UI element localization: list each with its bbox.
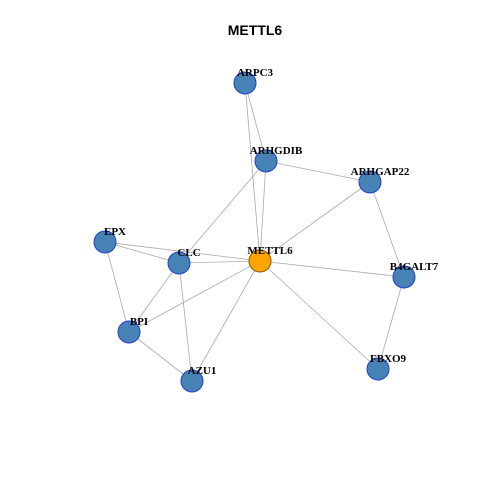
node-bpi — [117, 320, 141, 344]
node-label-arhgdib: ARHGDIB — [250, 145, 303, 157]
node-fbxo9 — [366, 357, 390, 381]
edge-mettl6-bpi — [128, 260, 261, 333]
edge-bpi-azu1 — [128, 331, 193, 382]
edge-arhgdib-arhgap22 — [265, 160, 371, 183]
edge-arpc3-arhgdib — [244, 82, 267, 162]
node-label-b4galt7: B4GALT7 — [390, 261, 439, 273]
edge-epx-clc — [104, 241, 180, 264]
node-b4galt7 — [392, 265, 416, 289]
edge-arhgdib-mettl6 — [259, 160, 267, 262]
node-azu1 — [180, 369, 204, 393]
node-label-arhgap22: ARHGAP22 — [351, 166, 410, 178]
node-label-epx: EPX — [104, 226, 126, 238]
edge-arhgap22-mettl6 — [259, 181, 371, 262]
edge-b4galt7-fbxo9 — [377, 276, 405, 370]
node-label-fbxo9: FBXO9 — [370, 353, 407, 365]
edge-clc-azu1 — [178, 262, 193, 382]
edge-epx-bpi — [104, 241, 130, 333]
node-label-bpi: BPI — [130, 316, 148, 328]
node-arhgdib — [254, 149, 278, 173]
edge-arpc3-mettl6 — [244, 82, 261, 262]
node-arhgap22 — [358, 170, 382, 194]
diagram-title: METTL6 — [228, 22, 283, 38]
node-epx — [93, 230, 117, 254]
edge-mettl6-fbxo9 — [259, 260, 379, 370]
node-label-clc: CLC — [177, 247, 200, 259]
node-label-arpc3: ARPC3 — [237, 67, 274, 79]
edge-arhgap22-b4galt7 — [369, 181, 405, 278]
edge-epx-mettl6 — [104, 241, 261, 262]
node-label-azu1: AZU1 — [188, 365, 217, 377]
node-clc — [167, 251, 191, 275]
node-arpc3 — [233, 71, 257, 95]
edge-mettl6-b4galt7 — [259, 260, 405, 278]
node-mettl6 — [248, 249, 272, 273]
edge-layer — [104, 82, 405, 382]
node-label-mettl6: METTL6 — [247, 245, 293, 257]
edge-clc-bpi — [128, 262, 180, 333]
edge-clc-mettl6 — [178, 260, 261, 264]
edge-mettl6-azu1 — [191, 260, 261, 382]
node-layer — [93, 71, 416, 393]
edge-arhgdib-clc — [178, 160, 267, 264]
